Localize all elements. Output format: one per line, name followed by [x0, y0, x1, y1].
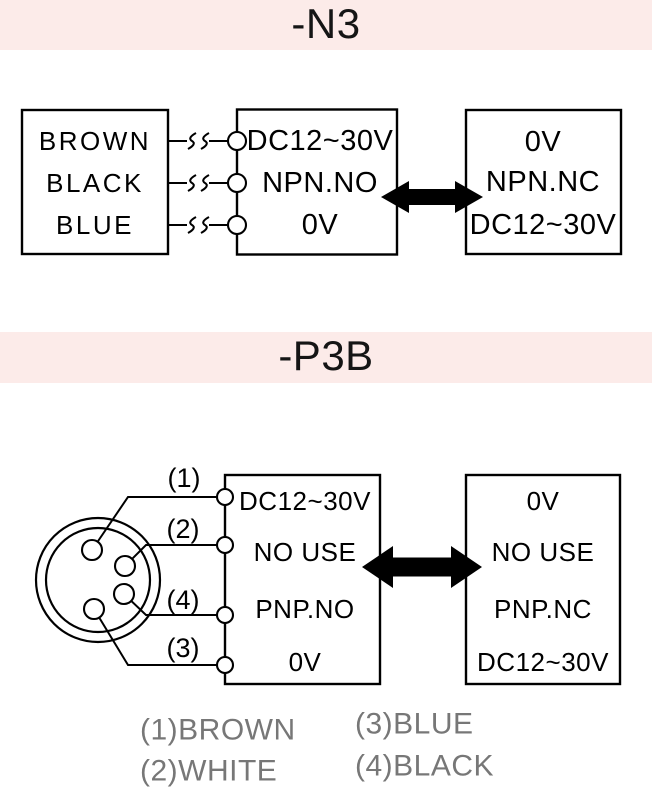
connector-face	[34, 516, 162, 644]
section-header-n3: -N3	[0, 0, 652, 50]
wire-label-3: (3)	[167, 633, 200, 663]
connector-inner-ring	[44, 526, 152, 634]
p3b-wiring-diagram: (1) (2) (4) (3) DC12~30V NO USE PNP.NO 0…	[34, 463, 622, 788]
connector-pin-4	[112, 582, 136, 606]
swap-arrow-icon	[381, 181, 483, 213]
wire-label-4: (4)	[167, 585, 200, 615]
p3b-output-line: DC12~30V	[239, 486, 371, 516]
connector-pin-3	[82, 597, 106, 621]
connector-pin-2	[113, 554, 137, 578]
wire-pin3	[93, 608, 225, 666]
n3-cable-line: BROWN	[39, 126, 151, 156]
legend-item-4: (4)BLACK	[355, 750, 494, 783]
connector-outer-ring	[34, 516, 162, 644]
p3b-output-line: PNP.NO	[255, 594, 354, 624]
n3-output-line: NPN.NO	[262, 167, 378, 199]
n3-inverse-line: NPN.NC	[486, 166, 600, 198]
terminal-circle	[215, 535, 235, 555]
n3-inverse-box	[464, 108, 623, 256]
wire-color-legend: (1)BROWN (2)WHITE (3)BLUE (4)BLACK	[140, 708, 494, 788]
p3b-output-box	[223, 473, 382, 686]
n3-wiring-diagram: BROWN BLACK BLUE DC12~30V NPN.NO	[20, 108, 623, 256]
p3b-inverse-line: 0V	[527, 486, 560, 516]
section-header-p3b: -P3B	[0, 332, 652, 383]
p3b-output-line: 0V	[289, 647, 322, 677]
wire-break-icon	[187, 132, 197, 150]
swap-arrow-icon	[362, 546, 482, 588]
wire-break-icon	[200, 174, 210, 192]
n3-output-line: 0V	[302, 209, 339, 241]
wire-label-1: (1)	[168, 463, 201, 493]
wire-label-2: (2)	[167, 514, 200, 544]
n3-inverse-line: 0V	[525, 126, 562, 158]
section-title-n3: -N3	[291, 0, 361, 47]
n3-wires	[168, 132, 229, 234]
n3-cable-line: BLACK	[46, 168, 144, 198]
terminal-circle	[215, 605, 235, 625]
p3b-output-line: NO USE	[254, 537, 357, 567]
wire-break-icon	[200, 132, 210, 150]
wire-pin1	[91, 496, 225, 551]
legend-item-2: (2)WHITE	[140, 755, 277, 788]
terminal-circle	[226, 214, 248, 236]
p3b-inverse-line: PNP.NC	[494, 594, 592, 624]
legend-item-1: (1)BROWN	[140, 714, 296, 747]
p3b-inverse-line: DC12~30V	[477, 647, 609, 677]
terminal-circle	[215, 655, 235, 675]
n3-output-line: DC12~30V	[247, 125, 394, 157]
p3b-inverse-box	[464, 473, 622, 686]
wire-break-icon	[187, 216, 197, 234]
legend-item-3: (3)BLUE	[355, 708, 474, 741]
wire-break-icon	[200, 216, 210, 234]
terminal-circle	[215, 487, 235, 507]
terminal-circle	[226, 130, 248, 152]
n3-inverse-line: DC12~30V	[470, 209, 617, 241]
wire-break-icon	[187, 174, 197, 192]
section-title-p3b: -P3B	[278, 332, 374, 379]
terminal-circle	[226, 172, 248, 194]
connector-pin-1	[80, 538, 104, 562]
p3b-inverse-line: NO USE	[492, 537, 595, 567]
n3-cable-line: BLUE	[56, 210, 134, 240]
